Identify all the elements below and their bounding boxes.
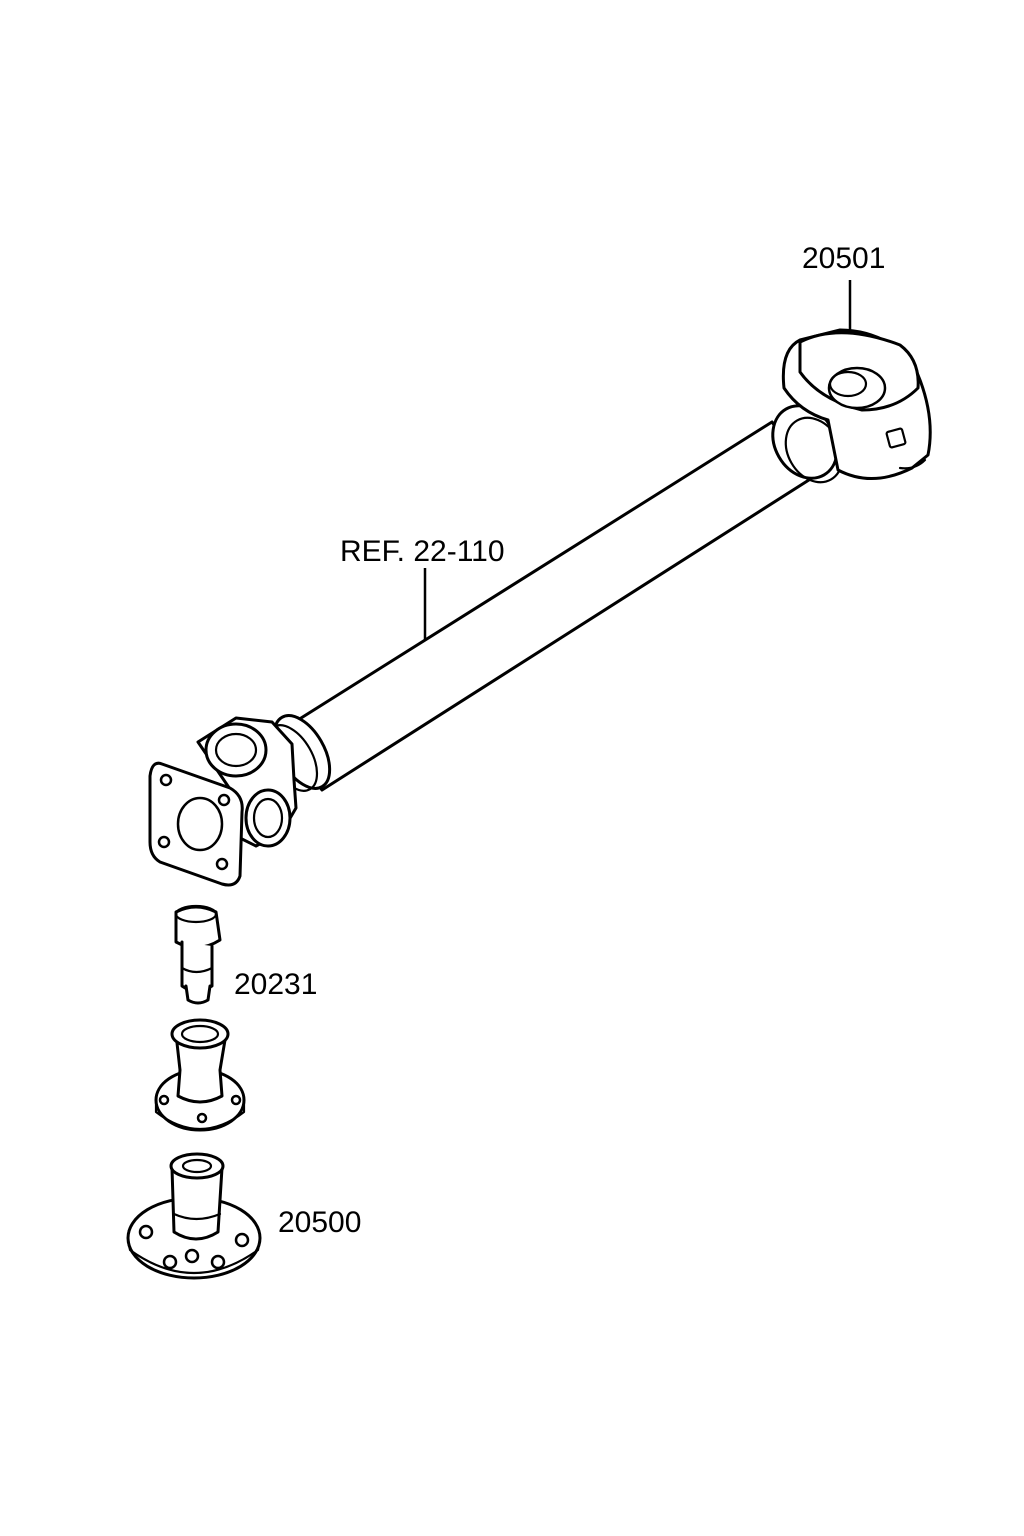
callout-20231: 20231 [234,968,318,1001]
part-20231-stud [174,904,222,1005]
callout-20501: 20501 [802,242,886,275]
part-20500-flange [126,1152,262,1280]
callout-20500: 20500 [278,1206,362,1239]
rear-yoke [771,328,932,484]
front-universal-joint [148,714,332,887]
callout-ref-shaft: REF. 22-110 [340,535,505,568]
shaft-tube [280,420,814,792]
flange-bushing [154,1018,246,1132]
